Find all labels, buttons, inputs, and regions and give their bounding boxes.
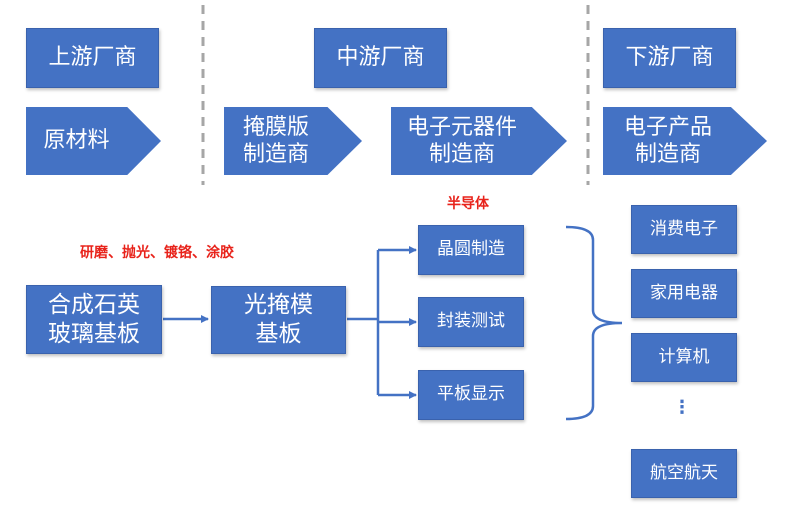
node-packaging-testing: 封装测试 bbox=[418, 297, 524, 347]
header-upstream: 上游厂商 bbox=[26, 28, 159, 88]
node-quartz-line2: 玻璃基板 bbox=[48, 320, 140, 347]
app-consumer-electronics: 消费电子 bbox=[631, 205, 737, 254]
stage-mask-maker-line2: 制造商 bbox=[242, 142, 309, 167]
header-midstream: 中游厂商 bbox=[314, 28, 447, 88]
stage-product-maker-line2: 制造商 bbox=[634, 142, 701, 167]
stage-product-maker-line1: 电子产品 bbox=[623, 114, 712, 140]
node-wafer-manufacturing: 晶圆制造 bbox=[418, 225, 524, 275]
branch-connector bbox=[347, 250, 380, 395]
stage-component-maker-line2: 制造商 bbox=[428, 142, 495, 167]
stage-mask-maker-line1: 掩膜版 bbox=[242, 114, 309, 140]
app-ellipsis: ⋮ bbox=[673, 397, 691, 418]
stage-component-maker-line1: 电子元器件 bbox=[406, 114, 517, 140]
node-photomask-substrate: 光掩模 基板 bbox=[211, 286, 346, 354]
node-photomask-line2: 基板 bbox=[255, 321, 302, 347]
semiconductor-label: 半导体 bbox=[447, 196, 489, 212]
stage-raw-material-label: 原材料 bbox=[43, 128, 110, 154]
node-quartz-substrate: 合成石英 玻璃基板 bbox=[26, 285, 162, 354]
brace-connector bbox=[565, 225, 623, 421]
app-aerospace: 航空航天 bbox=[631, 449, 737, 498]
app-computers: 计算机 bbox=[631, 333, 737, 382]
node-quartz-line1: 合成石英 bbox=[48, 291, 140, 318]
process-note: 研磨、抛光、镀铬、涂胶 bbox=[80, 245, 234, 261]
stage-component-maker: 电子元器件 制造商 bbox=[391, 107, 567, 175]
node-photomask-line1: 光掩模 bbox=[244, 292, 313, 319]
stage-product-maker: 电子产品 制造商 bbox=[603, 107, 767, 175]
node-flat-panel-display: 平板显示 bbox=[418, 370, 524, 420]
app-home-appliances: 家用电器 bbox=[631, 269, 737, 318]
stage-raw-material: 原材料 bbox=[26, 107, 161, 175]
header-downstream: 下游厂商 bbox=[603, 28, 736, 88]
